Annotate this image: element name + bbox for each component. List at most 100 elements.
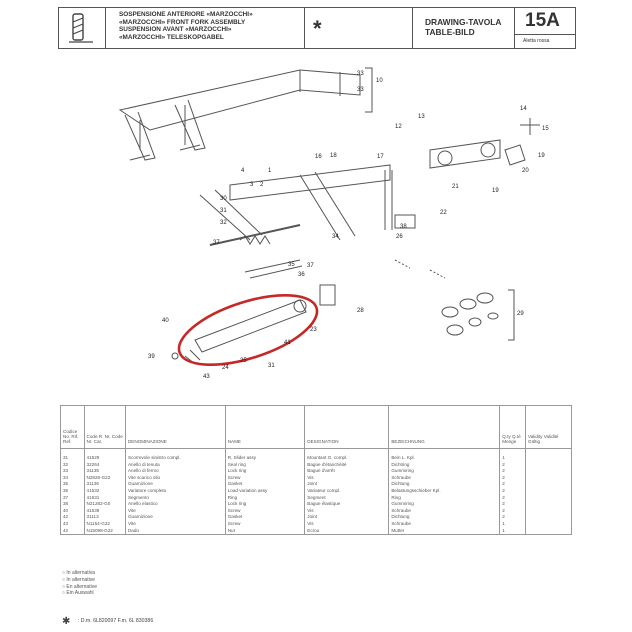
- table-cell: Bague d'arrêt: [304, 468, 389, 475]
- table-cell: N1154-G22: [83, 520, 126, 528]
- table-cell: 37: [60, 494, 85, 502]
- footer-text: : D.m. 6L820097 F.m. 6L 830386: [77, 618, 154, 624]
- table-cell: 40: [60, 507, 85, 515]
- title-en: «MARZOCCHI» FRONT FORK ASSEMBLY: [119, 18, 246, 26]
- table-cell-validity: [525, 494, 572, 502]
- table-cell: Dado: [124, 527, 226, 536]
- table-cell: 36: [60, 487, 85, 495]
- table-cell: Screw: [224, 507, 305, 515]
- table-cell: Seal ring: [224, 461, 305, 469]
- callout: 36: [298, 272, 305, 278]
- table-cell: 1: [499, 527, 526, 536]
- callout: 4: [241, 168, 245, 174]
- col-validity: Validity Validité Gültig: [525, 405, 572, 449]
- table-cell: Segment: [304, 494, 389, 502]
- callout: 32: [220, 220, 227, 226]
- table-cell: Bague élastique: [304, 501, 389, 508]
- seal-set: [441, 292, 499, 336]
- table-cell: Gummiring: [388, 468, 500, 475]
- exploded-fork-drawing: 33 33 10 16 18 19 20 12 13 17 4 3 2 1 30…: [118, 67, 549, 380]
- table-cell: Schraube: [388, 507, 500, 515]
- table-cell: Guarnizione: [124, 481, 226, 488]
- callout: 38: [400, 224, 407, 230]
- title-it: SOSPENSIONE ANTERIORE «MARZOCCHI»: [119, 11, 253, 18]
- table-cell: Anello di fermo: [124, 468, 226, 475]
- legend-item: ○ En alternative: [62, 583, 97, 590]
- fork-assembly-illustration: [118, 67, 540, 365]
- drawing-header: SOSPENSIONE ANTERIORE «MARZOCCHI» «MARZO…: [58, 7, 576, 49]
- callout: 3: [250, 182, 254, 188]
- table-cell: 34: [60, 474, 85, 482]
- footer-star: ✱: [62, 616, 71, 627]
- callout: 2: [260, 182, 264, 188]
- table-cell: Joint: [304, 481, 389, 488]
- callout: 15: [542, 126, 549, 132]
- table-cell: R. Slider assy: [224, 448, 305, 462]
- callout: 21: [452, 184, 459, 190]
- table-cell: 32264: [83, 461, 126, 469]
- table-cell: 35: [60, 481, 85, 488]
- table-cell: Segmento: [124, 494, 226, 502]
- table-cell: 33: [60, 468, 85, 475]
- table-cell: Gasket: [224, 514, 305, 521]
- table-cell: 2: [499, 468, 526, 475]
- table-cell: Schraube: [388, 520, 500, 528]
- legend-item: ○ Ein Auswahl: [62, 590, 94, 597]
- assembly-titles: SOSPENSIONE ANTERIORE «MARZOCCHI» «MARZO…: [105, 8, 305, 48]
- table-cell: Lock ring: [224, 501, 305, 508]
- table-cell: 31: [60, 448, 85, 462]
- callout: 41: [284, 340, 291, 346]
- logo-icon: [69, 13, 93, 43]
- table-cell: Joint: [304, 514, 389, 521]
- table-cell: 42: [60, 514, 85, 521]
- callout: 43: [203, 374, 210, 380]
- drawing-label-line2: TABLE-BILD: [425, 27, 475, 37]
- table-cell: Gasket: [224, 481, 305, 488]
- callout: 28: [357, 308, 364, 314]
- table-cell: Belastungsschieber Kpl.: [388, 487, 500, 495]
- table-cell-validity: [525, 468, 572, 475]
- parts-table: Codice No. Rif. Ref. Code R. Nr. Code Nr…: [60, 405, 572, 536]
- callout: 37: [307, 263, 314, 269]
- table-cell: Bein L. Kpl.: [388, 448, 500, 462]
- table-cell-validity: [525, 514, 572, 521]
- table-cell: Vite: [124, 507, 226, 515]
- table-number-box: 15A Aletta rossa: [515, 8, 576, 48]
- table-cell: Vis: [304, 507, 389, 515]
- callout: 39: [148, 354, 155, 360]
- table-cell: Nut: [224, 527, 305, 536]
- legend: ○ In alternativa ○ In alternative ○ En a…: [62, 570, 97, 597]
- table-cell: Ring: [224, 494, 305, 502]
- table-cell: Variateur compl.: [304, 487, 389, 495]
- drawing-label: DRAWING-TAVOLA TABLE-BILD: [413, 8, 515, 48]
- callout: 19: [492, 188, 499, 194]
- table-cell: Bague d'étanchéité: [304, 461, 389, 469]
- callout: 31: [268, 363, 275, 369]
- table-cell: Dichtung: [388, 514, 500, 521]
- callout: 33: [357, 87, 364, 93]
- table-cell-validity: [525, 527, 572, 536]
- table-cell: Guarnizione: [124, 514, 226, 521]
- callout: 35: [288, 262, 295, 268]
- table-cell: 43: [60, 520, 85, 528]
- callout: 37: [213, 240, 220, 246]
- highlight-ellipse: [177, 293, 319, 367]
- col-bezeichnung: BEZEICHNUNG: [388, 405, 500, 449]
- callout: 31: [220, 208, 227, 214]
- table-number: 15A: [525, 10, 560, 31]
- table-cell: Anello di tenuta: [124, 461, 226, 469]
- table-cell: Schraube: [388, 474, 500, 482]
- table-cell: Lock ring: [224, 468, 305, 475]
- table-header-row: Codice No. Rif. Ref. Code R. Nr. Code Nr…: [60, 405, 572, 449]
- table-cell: 1: [499, 448, 526, 462]
- col-code: Code R. Nr. Code Nr. Cat.: [83, 405, 126, 449]
- col-qty: Q.ty Q.té Menge: [499, 405, 526, 449]
- table-cell: Dichtring: [388, 461, 500, 469]
- table-cell: N2826-G22: [83, 474, 126, 482]
